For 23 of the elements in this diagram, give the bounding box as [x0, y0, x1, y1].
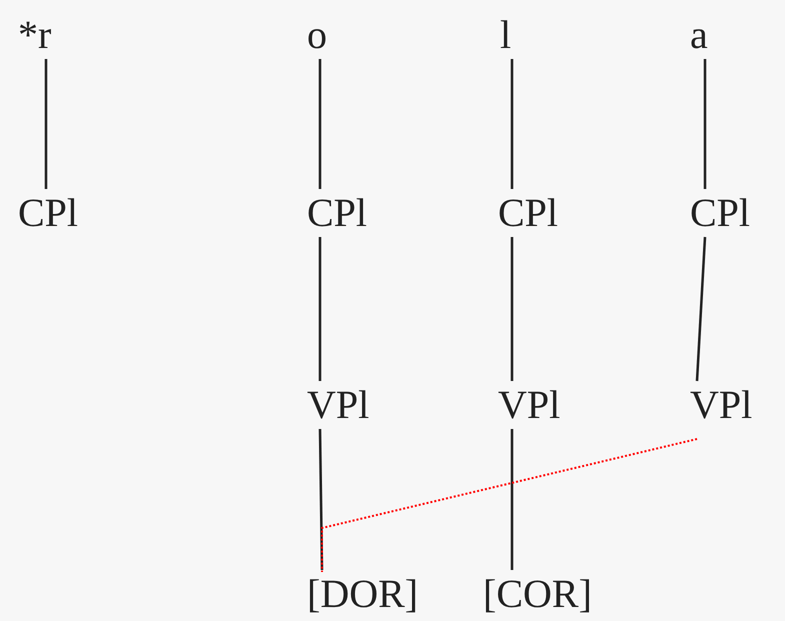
phonological-tier-label: a	[690, 15, 708, 55]
phonological-tier-label: CPl	[690, 193, 750, 233]
association-line	[704, 59, 706, 189]
association-line	[44, 59, 48, 189]
association-line	[318, 428, 324, 570]
association-line	[318, 237, 322, 381]
association-line	[321, 438, 698, 572]
association-line	[696, 236, 706, 382]
association-line	[510, 429, 514, 570]
phonological-tier-label: VPl	[307, 385, 370, 425]
phonological-tier-label: [DOR]	[307, 574, 418, 614]
phonological-tier-label: VPl	[498, 385, 560, 425]
phonological-tier-label: VPl	[690, 385, 752, 425]
association-line	[510, 59, 514, 189]
phonological-tier-label: o	[307, 15, 327, 55]
phonological-tier-label: l	[500, 15, 512, 55]
association-line	[510, 237, 514, 381]
phonological-tier-label: CPl	[498, 193, 558, 233]
phonological-tier-label: CPl	[18, 193, 78, 233]
association-line	[318, 59, 322, 189]
phonological-tier-label: *r	[18, 15, 52, 55]
phonological-tier-label: [COR]	[483, 574, 592, 614]
phonological-tier-label: CPl	[307, 193, 368, 233]
